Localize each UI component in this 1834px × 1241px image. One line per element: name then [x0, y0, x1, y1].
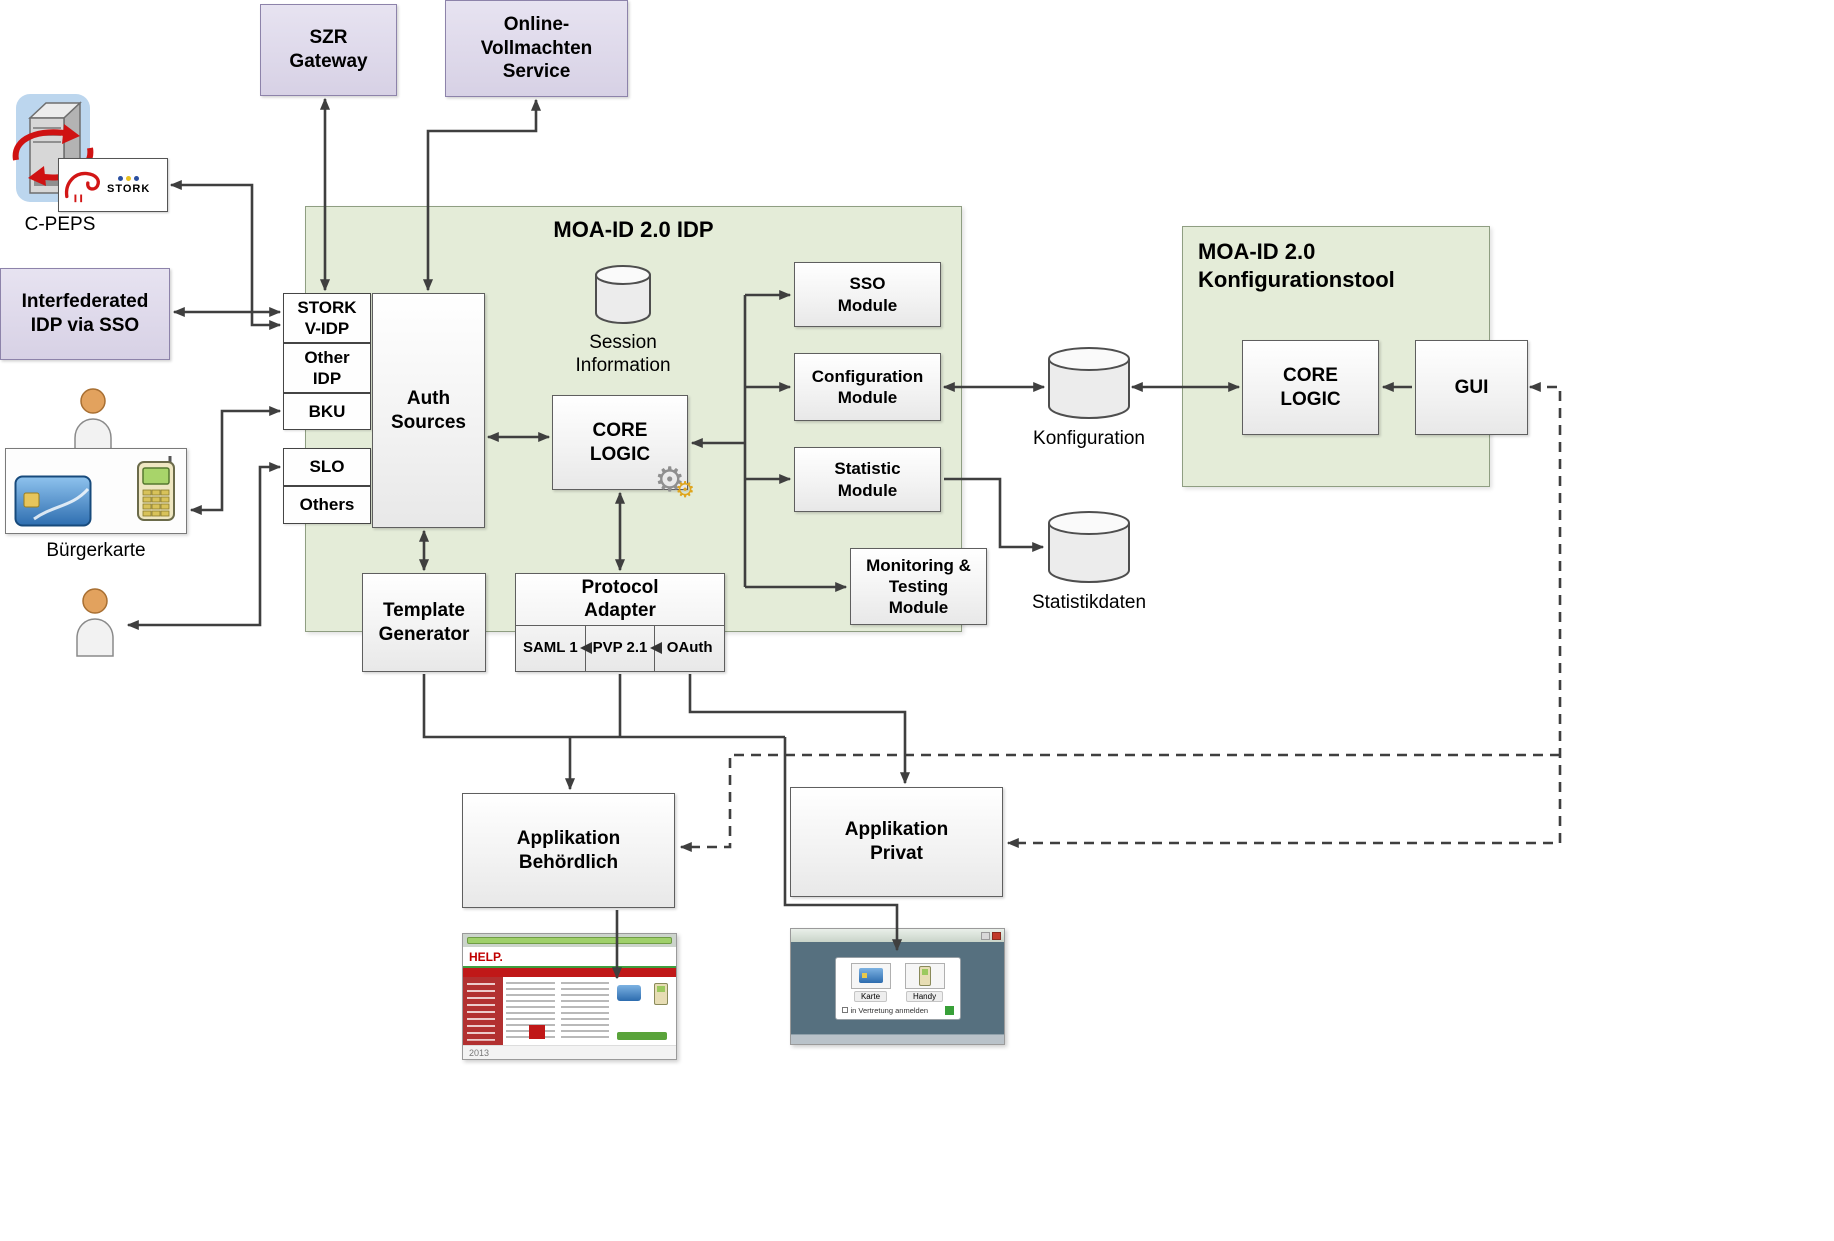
monitoring-module-box: Monitoring & Testing Module	[850, 548, 987, 625]
vertretung-label: in Vertretung anmelden	[850, 1005, 929, 1015]
bku-label: BKU	[308, 401, 346, 421]
login-button	[617, 1032, 667, 1040]
server-icon	[12, 94, 94, 202]
help-sidebar	[463, 977, 503, 1045]
protocol-adapter-title: Protocol Adapter	[581, 576, 659, 622]
help-text-column	[560, 982, 609, 1040]
info-icon	[944, 1005, 954, 1015]
stork-label: STORK	[107, 182, 151, 195]
sso-module-label: SSO Module	[837, 274, 898, 315]
gear-icon: ⚙	[654, 461, 685, 499]
help-footer: 2013	[463, 1045, 676, 1059]
konfigtool-panel-title: MOA-ID 2.0 Konfigurationstool	[1198, 239, 1395, 292]
others-box: Others	[283, 486, 371, 524]
close-icon	[992, 931, 1001, 940]
gear-icon: ⚙	[675, 477, 695, 502]
login-dialog: Karte Handy in Vertretung anmelden	[834, 956, 961, 1020]
database-icon	[1048, 347, 1130, 419]
core-logic-box: CORE LOGIC ⚙ ⚙	[552, 395, 695, 501]
applikation-privat-label: Applikation Privat	[844, 819, 949, 864]
browser-address-bar	[463, 934, 676, 947]
interfederated-idp-label: Interfederated IDP via SSO	[21, 291, 149, 336]
applikation-behoerdlich-box: Applikation Behördlich	[462, 793, 675, 908]
other-idp-box: Other IDP	[283, 343, 371, 393]
applikation-behoerdlich-label: Applikation Behördlich	[516, 827, 621, 873]
help-nav-bar	[463, 968, 676, 977]
slo-label: SLO	[309, 457, 345, 477]
vertretung-checkbox-row: in Vertretung anmelden	[841, 1005, 954, 1015]
help-red-teaser	[529, 1025, 545, 1039]
stork-bird-icon	[64, 171, 100, 203]
statistikdaten-caption: Statistikdaten	[1031, 592, 1147, 613]
phone-icon	[654, 983, 668, 1005]
protocol-adapter-box: Protocol Adapter SAML 1 PVP 2.1 OAuth	[515, 573, 725, 672]
phone-icon	[918, 965, 931, 986]
template-generator-label: Template Generator	[378, 599, 470, 645]
oauth-box: OAuth	[654, 625, 724, 671]
session-information-caption: Session Information	[575, 332, 671, 376]
stork-vidp-box: STORK V-IDP	[283, 293, 371, 343]
window-titlebar	[791, 929, 1004, 942]
help-year-label: 2013	[469, 1047, 490, 1058]
idp-panel-title: MOA-ID 2.0 IDP	[553, 217, 714, 242]
gui-label: GUI	[1454, 376, 1489, 398]
help-site-header: HELP.	[463, 947, 676, 968]
applikation-privat-box: Applikation Privat	[790, 787, 1003, 897]
statistic-module-label: Statistic Module	[834, 459, 901, 500]
database-icon	[595, 265, 651, 324]
online-vollmachten-label: Online-Vollmachten Service	[480, 13, 593, 83]
core-logic-label: CORE LOGIC	[589, 419, 651, 465]
template-generator-box: Template Generator	[362, 573, 486, 672]
buergerkarte-box	[5, 448, 187, 534]
slo-box: SLO	[283, 448, 371, 486]
window-statusbar	[791, 1034, 1004, 1044]
monitoring-module-label: Monitoring & Testing Module	[866, 555, 971, 618]
other-idp-label: Other IDP	[304, 347, 350, 388]
c-peps-caption: C-PEPS	[24, 214, 96, 235]
gui-box: GUI	[1415, 340, 1528, 435]
konfigtool-core-logic-box: CORE LOGIC	[1242, 340, 1379, 435]
statistic-module-box: Statistic Module	[794, 447, 941, 512]
protocol-adapter-protocols: SAML 1 PVP 2.1 OAuth	[516, 624, 724, 671]
person-icon	[76, 588, 114, 657]
smartcard-icon	[858, 968, 883, 983]
person-icon	[74, 388, 112, 457]
smartcard-icon	[617, 985, 641, 1001]
help-logo: HELP.	[469, 949, 503, 964]
others-label: Others	[299, 495, 355, 515]
bku-selection-screenshot: Karte Handy in Vertretung anmelden	[790, 928, 1005, 1045]
karte-label: Karte	[853, 990, 888, 1002]
stork-label-group: STORK	[107, 175, 151, 195]
help-page-body	[463, 977, 676, 1045]
database-icon	[1048, 511, 1130, 583]
auth-sources-box: Auth Sources	[372, 293, 485, 528]
help-login-widget	[615, 980, 673, 1042]
handy-label: Handy	[905, 990, 944, 1002]
stork-badge: STORK	[58, 158, 168, 212]
szr-gateway-label: SZR Gateway	[289, 27, 368, 72]
phone-icon	[137, 456, 175, 521]
karte-button: Karte	[848, 962, 894, 1002]
stork-vidp-label: STORK V-IDP	[297, 297, 357, 338]
handy-button: Handy	[902, 962, 948, 1002]
configuration-module-label: Configuration Module	[811, 366, 924, 407]
checkbox-icon	[841, 1007, 848, 1013]
buergerkarte-caption: Bürgerkarte	[46, 540, 146, 561]
konfigtool-core-logic-label: CORE LOGIC	[1280, 364, 1341, 410]
interfederated-idp-box: Interfederated IDP via SSO	[0, 268, 170, 360]
help-website-screenshot: HELP. 2013	[462, 933, 677, 1060]
stork-stars-icon	[118, 175, 140, 181]
online-vollmachten-box: Online-Vollmachten Service	[445, 0, 628, 97]
pvp21-box: PVP 2.1	[584, 625, 655, 671]
sso-module-box: SSO Module	[794, 262, 941, 327]
auth-sources-label: Auth Sources	[391, 387, 466, 433]
smartcard-icon	[14, 475, 92, 527]
bku-box: BKU	[283, 393, 371, 430]
minimize-icon	[981, 931, 990, 940]
configuration-module-box: Configuration Module	[794, 353, 941, 421]
saml1-box: SAML 1	[522, 639, 578, 657]
szr-gateway-box: SZR Gateway	[260, 4, 397, 96]
login-window-content: Karte Handy in Vertretung anmelden	[791, 942, 1004, 1034]
konfiguration-caption: Konfiguration	[1033, 428, 1145, 449]
